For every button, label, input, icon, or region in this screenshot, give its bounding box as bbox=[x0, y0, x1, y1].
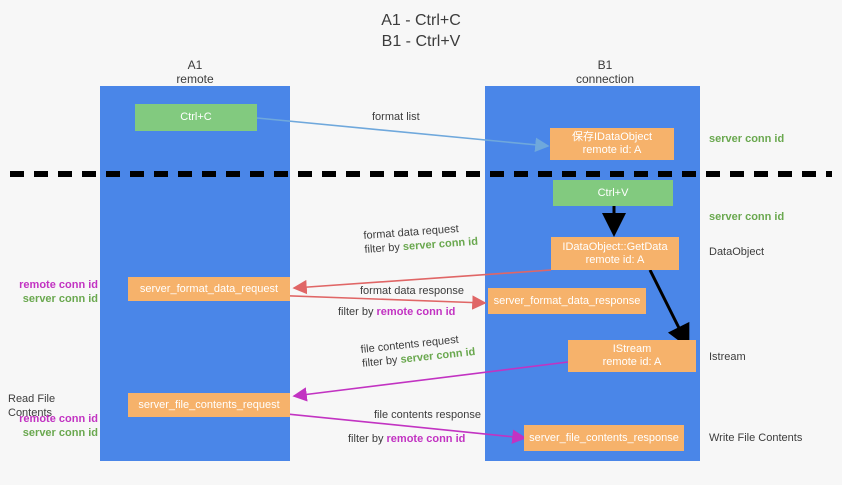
filter-value-remote-conn-id: remote conn id bbox=[376, 306, 456, 318]
left-label-server-conn-id-1: server conn id bbox=[22, 293, 98, 305]
box-getdata-sub: remote id: A bbox=[585, 253, 645, 266]
right-label-dataobject: DataObject bbox=[709, 246, 765, 258]
caption-file-contents-response: file contents response filter by remote … bbox=[348, 408, 482, 446]
filter-prefix: filter by bbox=[338, 306, 377, 318]
right-label-server-conn-id-1: server conn id bbox=[709, 133, 785, 145]
left-label-read-file-contents: Read File Contents bbox=[8, 393, 56, 419]
column-a1-name: A1 bbox=[187, 58, 203, 72]
left-label-server-conn-id-2: server conn id bbox=[22, 427, 98, 439]
right-label-server-conn-id-2: server conn id bbox=[709, 211, 785, 223]
box-idataobject-getdata[interactable]: IDataObject::GetData remote id: A bbox=[551, 237, 679, 270]
caption-file-contents-response-filter: filter by remote conn id bbox=[348, 432, 481, 446]
filter-prefix: filter by bbox=[361, 353, 402, 370]
box-ctrl-c-label: Ctrl+C bbox=[180, 111, 212, 123]
caption-format-data-response-filter: filter by remote conn id bbox=[338, 305, 464, 319]
column-b1-name: B1 bbox=[597, 58, 613, 72]
column-a1-role: remote bbox=[176, 72, 214, 86]
filter-value-remote-conn-id: remote conn id bbox=[386, 433, 466, 445]
box-istream-label: IStream bbox=[612, 343, 652, 355]
column-header-a1: A1 remote bbox=[130, 58, 260, 86]
box-server-file-contents-request[interactable]: server_file_contents_request bbox=[128, 393, 290, 417]
box-ctrl-v-label: Ctrl+V bbox=[597, 186, 629, 199]
box-server-file-contents-request-label: server_file_contents_request bbox=[138, 398, 280, 411]
column-header-b1: B1 connection bbox=[540, 58, 670, 86]
column-b1-role: connection bbox=[575, 72, 635, 86]
box-server-format-data-request[interactable]: server_format_data_request bbox=[128, 277, 290, 301]
box-istream[interactable]: IStream remote id: A bbox=[568, 340, 696, 372]
filter-prefix: filter by bbox=[348, 433, 387, 445]
box-getdata-label: IDataObject::GetData bbox=[562, 240, 668, 253]
box-server-format-data-request-label: server_format_data_request bbox=[139, 282, 279, 295]
caption-format-data-response: format data response filter by remote co… bbox=[338, 284, 464, 319]
box-ctrl-c[interactable]: Ctrl+C bbox=[135, 104, 257, 131]
caption-format-data-response-main: format data response bbox=[360, 285, 464, 297]
right-label-write-file-contents: Write File Contents bbox=[709, 432, 803, 444]
page-title: A1 - Ctrl+C B1 - Ctrl+V bbox=[0, 10, 842, 52]
box-idataobject-sub: remote id: A bbox=[582, 144, 642, 156]
box-idataobject-label: 保存IDataObject bbox=[571, 131, 653, 143]
caption-file-contents-response-main: file contents response bbox=[374, 409, 482, 421]
box-istream-sub: remote id: A bbox=[602, 356, 662, 368]
box-ctrl-v[interactable]: Ctrl+V bbox=[553, 180, 673, 206]
filter-prefix: filter by bbox=[364, 241, 404, 256]
box-server-file-contents-response-label: server_file_contents_response bbox=[529, 431, 679, 444]
box-server-format-data-response[interactable]: server_format_data_response bbox=[488, 288, 646, 314]
left-label-group-1: remote conn id server conn id bbox=[12, 278, 98, 306]
left-label-group-2: remote conn id server conn id bbox=[12, 412, 98, 440]
box-idataobject[interactable]: 保存IDataObject remote id: A bbox=[550, 128, 674, 160]
left-label-remote-conn-id-1: remote conn id bbox=[19, 279, 98, 291]
title-line-1: A1 - Ctrl+C bbox=[381, 12, 461, 29]
box-server-format-data-response-label: server_format_data_response bbox=[493, 294, 641, 307]
left-label-remote-conn-id-2: remote conn id bbox=[19, 413, 98, 425]
box-server-file-contents-response[interactable]: server_file_contents_response bbox=[524, 425, 684, 451]
title-line-2: B1 - Ctrl+V bbox=[381, 33, 461, 50]
right-label-istream: Istream bbox=[709, 351, 746, 363]
caption-format-list: format list bbox=[372, 111, 420, 123]
